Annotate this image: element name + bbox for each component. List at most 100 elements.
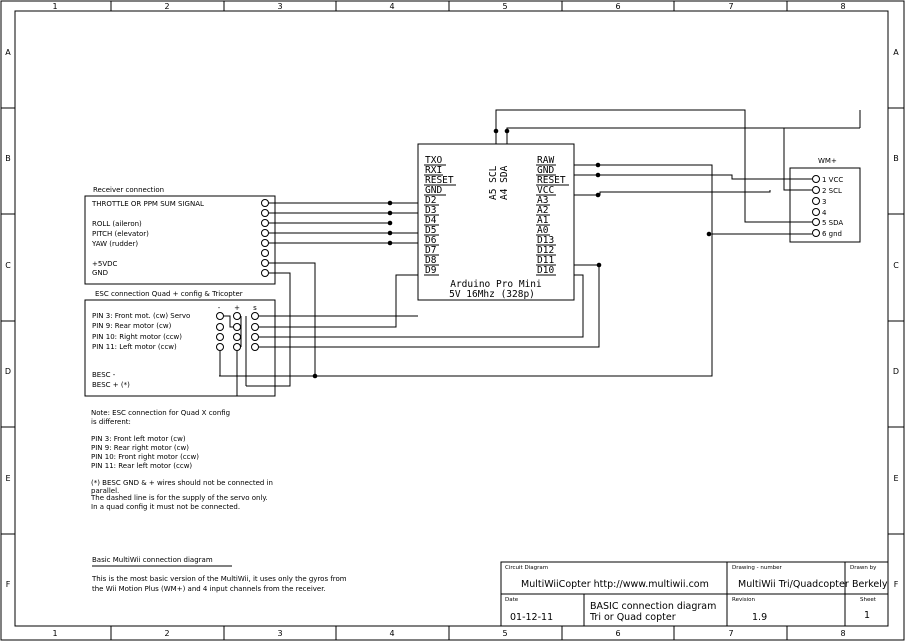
receiver-roll-label: ROLL (aileron) xyxy=(92,220,142,228)
arduino-title: Arduino Pro Mini xyxy=(450,279,542,290)
grid-col-top-6: 6 xyxy=(615,2,620,11)
arduino-pin-raw: RAW xyxy=(537,155,554,166)
wm-pin-2-scl: 2 SCL xyxy=(822,187,842,195)
grid-row-right-c: C xyxy=(893,261,899,270)
esc-pin10-label: PIN 10: Right motor (ccw) xyxy=(92,333,182,341)
note-line-9: The dashed line is for the supply of the… xyxy=(90,494,268,502)
grid-col-bottom-1: 1 xyxy=(52,629,57,638)
note-line-4: PIN 9: Rear right motor (cw) xyxy=(91,444,189,452)
wm-pin-1-vcc: 1 VCC xyxy=(822,176,843,184)
grid-col-bottom-3: 3 xyxy=(277,629,282,638)
wm-pin-3: 3 xyxy=(822,198,826,206)
circuit-diagram-value: MultiWiiCopter http://www.multiwii.com xyxy=(521,579,709,590)
wm-pin-6-gnd: 6 gnd xyxy=(822,230,842,238)
grid-row-left-e: E xyxy=(5,474,10,483)
grid-row-left-d: D xyxy=(5,367,11,376)
wm-pin-4: 4 xyxy=(822,209,827,217)
arduino-pin-d9: D9 xyxy=(425,265,437,276)
grid-col-bottom-4: 4 xyxy=(389,629,394,638)
receiver-terminals xyxy=(261,199,269,277)
grid-row-left-c: C xyxy=(5,261,11,270)
arduino-pin-vcc: VCC xyxy=(537,185,554,196)
grid-col-top-3: 3 xyxy=(277,2,282,11)
note-line-10: In a quad config it must not be connecte… xyxy=(91,503,240,511)
sheet-value: 1 xyxy=(864,610,870,621)
esc-pin9-label: PIN 9: Rear motor (cw) xyxy=(92,322,172,330)
arduino-pro-mini: TXO RXI RESET GND D2 D3 D4 D5 D6 D7 D8 D… xyxy=(417,143,575,301)
arduino-pin-d5: D5 xyxy=(425,225,436,236)
arduino-pin-d6: D6 xyxy=(425,235,437,246)
revision-label: Revision xyxy=(732,597,755,603)
grid-row-right-a: A xyxy=(893,48,899,57)
grid-col-bottom-7: 7 xyxy=(728,629,733,638)
wiring xyxy=(219,109,861,396)
wm-plus-block: WM+ 1 VCC 2 SCL 3 4 5 SDA 6 gnd xyxy=(789,157,861,243)
arduino-pin-rxi: RXI xyxy=(425,165,442,176)
grid-col-top-5: 5 xyxy=(502,2,507,11)
esc-block: ESC connection Quad + config & Tricopter… xyxy=(84,290,276,397)
grid-row-right-d: D xyxy=(893,367,899,376)
arduino-pin-d12: D12 xyxy=(537,245,554,256)
esc-besc-minus-label: BESC - xyxy=(92,371,116,379)
grid-row-labels: A B C D E F A B C D E F xyxy=(5,48,899,589)
esc-col-plus: + xyxy=(234,304,240,312)
note-line-7: (*) BESC GND & + wires should not be con… xyxy=(91,479,273,487)
basic-description: Basic MultiWii connection diagram This i… xyxy=(91,556,347,593)
grid-row-right-b: B xyxy=(893,154,899,163)
grid-col-bottom-2: 2 xyxy=(164,629,169,638)
arduino-pin-a0: A0 xyxy=(537,225,549,236)
date-value: 01-12-11 xyxy=(510,612,553,623)
description-line-1: BASIC connection diagram xyxy=(590,601,716,612)
arduino-pin-d3: D3 xyxy=(425,205,436,216)
arduino-pin-a1: A1 xyxy=(537,215,549,226)
arduino-pin-d13: D13 xyxy=(537,235,554,246)
arduino-pin-d7: D7 xyxy=(425,245,436,256)
esc-pin11-label: PIN 11: Left motor (ccw) xyxy=(92,343,177,351)
arduino-pin-txo: TXO xyxy=(425,155,442,166)
receiver-block: Receiver connection THROTTLE OR PPM SUM … xyxy=(84,186,276,285)
note-line-8: parallel. xyxy=(91,487,119,495)
grid-col-bottom-6: 6 xyxy=(615,629,620,638)
arduino-pin-d2: D2 xyxy=(425,195,436,206)
arduino-pin-a5-scl: A5 SCL xyxy=(488,165,499,200)
arduino-subtitle: 5V 16Mhz (328p) xyxy=(449,289,535,300)
date-label: Date xyxy=(505,597,519,603)
grid-column-labels: 1 2 3 4 5 6 7 8 1 2 3 4 5 6 7 8 xyxy=(52,2,845,638)
grid-col-bottom-8: 8 xyxy=(840,629,845,638)
esc-besc-plus-label: BESC + (*) xyxy=(92,381,130,389)
revision-value: 1.9 xyxy=(752,612,767,623)
note-line-1: Note: ESC connection for Quad X config xyxy=(91,409,230,417)
grid-row-right-e: E xyxy=(893,474,898,483)
drawn-by-label: Drawn by xyxy=(850,565,877,571)
arduino-pin-d4: D4 xyxy=(425,215,437,226)
receiver-5vdc-label: +5VDC xyxy=(92,260,117,268)
arduino-pin-a2: A2 xyxy=(537,205,548,216)
esc-terminals xyxy=(216,312,259,351)
receiver-pitch-label: PITCH (elevator) xyxy=(92,230,149,238)
basic-line-1: This is the most basic version of the Mu… xyxy=(91,575,347,583)
wm-plus-title: WM+ xyxy=(818,157,837,165)
title-block: Circuit Diagram MultiWiiCopter http://ww… xyxy=(500,561,889,627)
grid-col-top-4: 4 xyxy=(389,2,394,11)
description-line-2: Tri or Quad copter xyxy=(589,612,676,623)
grid-row-right-f: F xyxy=(894,580,899,589)
basic-title: Basic MultiWii connection diagram xyxy=(92,556,213,564)
arduino-pin-d11: D11 xyxy=(537,255,554,266)
esc-col-minus: - xyxy=(218,304,221,312)
grid-col-top-8: 8 xyxy=(840,2,845,11)
quad-x-notes: Note: ESC connection for Quad X config i… xyxy=(90,409,273,511)
arduino-pin-reset-right: RESET xyxy=(537,175,566,186)
circuit-diagram-label: Circuit Diagram xyxy=(505,565,548,571)
esc-col-signal: s xyxy=(253,304,257,312)
grid-row-left-a: A xyxy=(5,48,11,57)
arduino-pin-gnd-right: GND xyxy=(537,165,554,176)
arduino-pin-d10: D10 xyxy=(537,265,554,276)
grid-col-top-1: 1 xyxy=(52,2,57,11)
note-line-3: PIN 3: Front left motor (cw) xyxy=(91,435,186,443)
drawing-number-label: Drawing - number xyxy=(732,565,783,571)
drawing-number-value: MultiWii Tri/Quadcopter xyxy=(738,579,849,590)
arduino-pin-a3: A3 xyxy=(537,195,548,206)
